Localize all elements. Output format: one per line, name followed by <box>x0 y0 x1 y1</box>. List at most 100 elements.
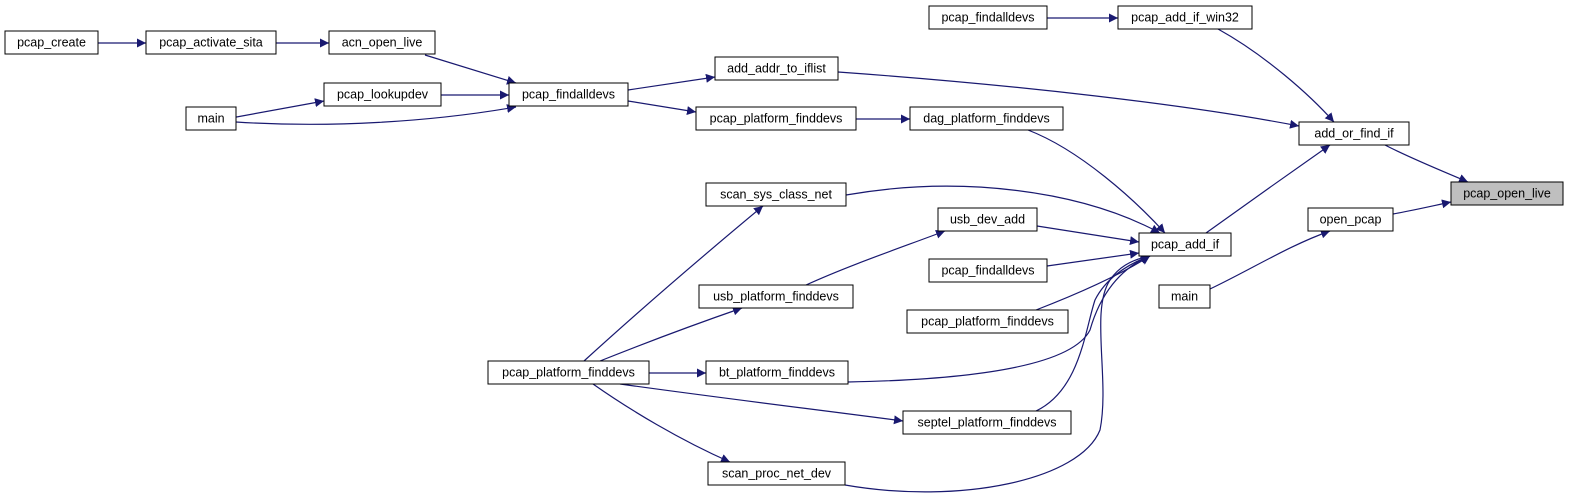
node-acn-open-live[interactable]: acn_open_live <box>328 30 436 55</box>
edge-n6-n7 <box>627 73 716 91</box>
node-label: septel_platform_finddevs <box>918 416 1057 430</box>
edge-n23-n18 <box>847 255 1151 383</box>
node-main[interactable]: main <box>1158 284 1211 309</box>
edge-n14-n18 <box>845 185 1161 234</box>
node-label: pcap_lookupdev <box>337 88 429 102</box>
node-pcap-add-if-win32[interactable]: pcap_add_if_win32 <box>1117 5 1253 30</box>
node-box <box>906 309 1069 334</box>
edge-n11-n12 <box>1217 28 1335 123</box>
node-pcap-findalldevs[interactable]: pcap_findalldevs <box>928 5 1048 30</box>
node-dag-platform-finddevs[interactable]: dag_platform_finddevs <box>909 106 1064 131</box>
edge-n5-n4 <box>230 98 325 119</box>
node-label: pcap_findalldevs <box>522 88 615 102</box>
node-box <box>705 360 849 385</box>
node-box <box>909 106 1064 131</box>
node-label: pcap_open_live <box>1463 187 1551 201</box>
node-box <box>145 30 277 55</box>
node-box <box>695 106 857 131</box>
node-bt-platform-finddevs[interactable]: bt_platform_finddevs <box>705 360 849 385</box>
edge-n22-n21 <box>599 306 743 362</box>
node-label: bt_platform_finddevs <box>719 366 835 380</box>
node-label: main <box>1171 290 1198 304</box>
node-box <box>1117 5 1253 30</box>
node-usb-platform-finddevs[interactable]: usb_platform_finddevs <box>698 284 854 309</box>
node-box <box>698 284 854 309</box>
edge-n3-n6 <box>424 54 517 85</box>
node-label: pcap_findalldevs <box>941 264 1034 278</box>
node-label: add_addr_to_iflist <box>727 62 826 76</box>
node-box <box>487 360 650 385</box>
node-label: pcap_platform_finddevs <box>502 366 635 380</box>
node-pcap-add-if[interactable]: pcap_add_if <box>1138 232 1232 257</box>
node-label: usb_platform_finddevs <box>713 290 839 304</box>
node-pcap-open-live[interactable]: pcap_open_live <box>1450 181 1564 206</box>
edge-n21-n15 <box>805 229 946 286</box>
node-box <box>328 30 436 55</box>
node-label: pcap_add_if_win32 <box>1131 11 1239 25</box>
node-box <box>1307 207 1394 232</box>
node-septel-platform-finddevs[interactable]: septel_platform_finddevs <box>902 410 1072 435</box>
edge-n9-n18 <box>1027 129 1166 234</box>
node-box <box>707 461 846 486</box>
edge-n22-n24 <box>619 383 904 425</box>
node-label: add_or_find_if <box>1314 127 1394 141</box>
node-box <box>185 106 237 131</box>
node-label: usb_dev_add <box>950 213 1025 227</box>
node-main[interactable]: main <box>185 106 237 131</box>
node-box <box>714 56 839 81</box>
node-box <box>4 30 99 55</box>
node-box <box>1138 232 1232 257</box>
node-label: pcap_platform_finddevs <box>710 112 843 126</box>
node-label: pcap_create <box>17 36 86 50</box>
edges-layer <box>98 13 1469 493</box>
node-label: pcap_activate_sita <box>159 36 263 50</box>
node-box <box>937 207 1038 232</box>
node-open-pcap[interactable]: open_pcap <box>1307 207 1394 232</box>
edge-n15-n18 <box>1036 225 1140 246</box>
node-pcap-platform-finddevs[interactable]: pcap_platform_finddevs <box>695 106 857 131</box>
node-label: pcap_add_if <box>1151 238 1220 252</box>
node-label: dag_platform_finddevs <box>923 112 1049 126</box>
node-box <box>705 182 847 207</box>
node-usb-dev-add[interactable]: usb_dev_add <box>937 207 1038 232</box>
edge-n20-n19 <box>1209 229 1331 290</box>
node-pcap-findalldevs[interactable]: pcap_findalldevs <box>928 258 1048 283</box>
node-box <box>1298 121 1410 146</box>
edge-n16-n18 <box>1046 249 1140 267</box>
node-add-or-find-if[interactable]: add_or_find_if <box>1298 121 1410 146</box>
node-pcap-platform-finddevs[interactable]: pcap_platform_finddevs <box>487 360 650 385</box>
node-label: scan_proc_net_dev <box>722 467 832 481</box>
node-box <box>508 82 629 107</box>
node-box <box>928 5 1048 30</box>
node-pcap-platform-finddevs[interactable]: pcap_platform_finddevs <box>906 309 1069 334</box>
node-pcap-activate-sita[interactable]: pcap_activate_sita <box>145 30 277 55</box>
node-pcap-create[interactable]: pcap_create <box>4 30 99 55</box>
node-label: acn_open_live <box>342 36 423 50</box>
node-label: open_pcap <box>1320 213 1382 227</box>
edge-n6-n8 <box>627 100 697 116</box>
node-box <box>1158 284 1211 309</box>
node-scan-sys-class-net[interactable]: scan_sys_class_net <box>705 182 847 207</box>
node-label: pcap_findalldevs <box>941 11 1034 25</box>
node-add-addr-to-iflist[interactable]: add_addr_to_iflist <box>714 56 839 81</box>
node-pcap-findalldevs[interactable]: pcap_findalldevs <box>508 82 629 107</box>
node-pcap-lookupdev[interactable]: pcap_lookupdev <box>323 82 442 107</box>
node-box <box>928 258 1048 283</box>
edge-n24-n18 <box>1035 254 1151 412</box>
node-label: scan_sys_class_net <box>720 188 832 202</box>
edge-n5-n6 <box>235 104 517 125</box>
node-label: pcap_platform_finddevs <box>921 315 1054 329</box>
nodes-layer: pcap_create pcap_activate_sita acn_open_li… <box>4 5 1564 486</box>
node-box <box>1450 181 1564 206</box>
edge-n17-n18 <box>1035 255 1151 311</box>
node-label: main <box>197 112 224 126</box>
node-box <box>902 410 1072 435</box>
edge-n25-n18 <box>844 253 1151 493</box>
edge-n12-n13 <box>1384 144 1469 183</box>
edge-n22-n25 <box>592 383 731 463</box>
edge-n22-n14 <box>583 205 764 362</box>
node-box <box>323 82 442 107</box>
node-scan-proc-net-dev[interactable]: scan_proc_net_dev <box>707 461 846 486</box>
edge-n19-n13 <box>1392 199 1452 215</box>
